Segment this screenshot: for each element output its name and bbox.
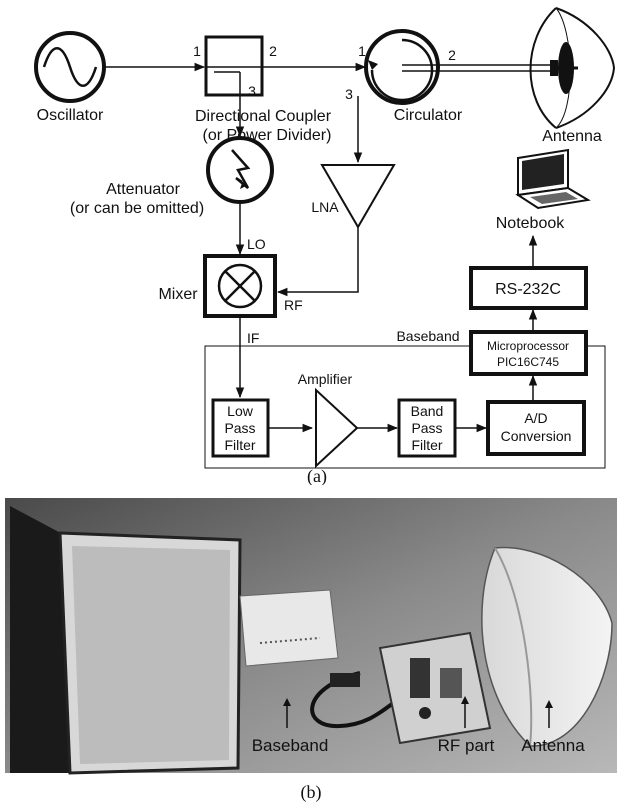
amplifier-label: Amplifier	[298, 371, 353, 387]
attenuator-label-line2: (or can be omitted)	[70, 200, 204, 217]
band-pass-filter-block: Band Pass Filter	[399, 400, 455, 456]
block-diagram: Oscillator 1 2 3 Directional Coupler (or…	[0, 0, 625, 485]
mixer-block: Mixer RF	[158, 256, 302, 316]
adc-line1: A/D	[524, 410, 547, 426]
circulator-port-2: 2	[448, 47, 456, 63]
laptop-image	[10, 506, 240, 773]
oscillator-label: Oscillator	[37, 107, 104, 124]
photo-label-rf-part: RF part	[438, 736, 495, 755]
caption-a: (a)	[307, 466, 327, 485]
ad-conversion-block: A/D Conversion	[488, 402, 584, 454]
antenna-dish-icon	[531, 8, 615, 128]
bpf-line3: Filter	[411, 437, 442, 453]
lpf-line3: Filter	[224, 437, 255, 453]
lo-label: LO	[247, 236, 266, 252]
directional-coupler-block: 1 2 3 Directional Coupler (or Power Divi…	[193, 37, 332, 144]
bpf-line2: Pass	[411, 420, 442, 436]
notebook-icon	[518, 150, 588, 208]
lna-block: LNA	[311, 165, 394, 227]
oscillator-block: Oscillator	[36, 33, 104, 124]
if-label: IF	[247, 330, 259, 346]
attenuator-label-line1: Attenuator	[106, 181, 181, 198]
caption-b: (b)	[301, 782, 322, 803]
coupler-port-1: 1	[193, 43, 201, 59]
lpf-line1: Low	[227, 403, 254, 419]
lna-to-mixer-arrow	[278, 227, 358, 292]
photo-label-baseband: Baseband	[252, 736, 329, 755]
baseband-label: Baseband	[396, 328, 459, 344]
coupler-port-2: 2	[269, 43, 277, 59]
lpf-line2: Pass	[224, 420, 255, 436]
rf-label: RF	[284, 297, 303, 313]
baseband-board-image	[240, 590, 338, 666]
antenna-label: Antenna	[542, 128, 602, 145]
coupler-label-line1: Directional Coupler	[195, 108, 332, 125]
circulator-label: Circulator	[394, 107, 463, 124]
rs232-block: RS-232C	[471, 268, 586, 308]
notebook-label: Notebook	[496, 215, 565, 232]
hardware-photo: Baseband RF part Antenna (b)	[0, 498, 625, 807]
low-pass-filter-block: Low Pass Filter	[213, 400, 268, 456]
amplifier-block: Amplifier	[298, 371, 357, 466]
coupler-port-3: 3	[248, 83, 256, 99]
bpf-line1: Band	[411, 403, 444, 419]
circulator-port-3: 3	[345, 86, 353, 102]
lna-label: LNA	[311, 199, 339, 215]
mixer-label: Mixer	[158, 286, 198, 303]
photo-label-antenna: Antenna	[521, 736, 585, 755]
micro-label-line1: Microprocessor	[487, 339, 569, 353]
circulator-port-1: 1	[358, 43, 366, 59]
attenuator-block: Attenuator (or can be omitted)	[70, 138, 272, 217]
rs232-label: RS-232C	[495, 281, 561, 298]
circulator-block: 1 2 3 Circulator	[345, 31, 463, 124]
microprocessor-block: Microprocessor PIC16C745	[471, 332, 586, 374]
adc-line2: Conversion	[501, 428, 572, 444]
micro-label-line2: PIC16C745	[497, 355, 559, 369]
